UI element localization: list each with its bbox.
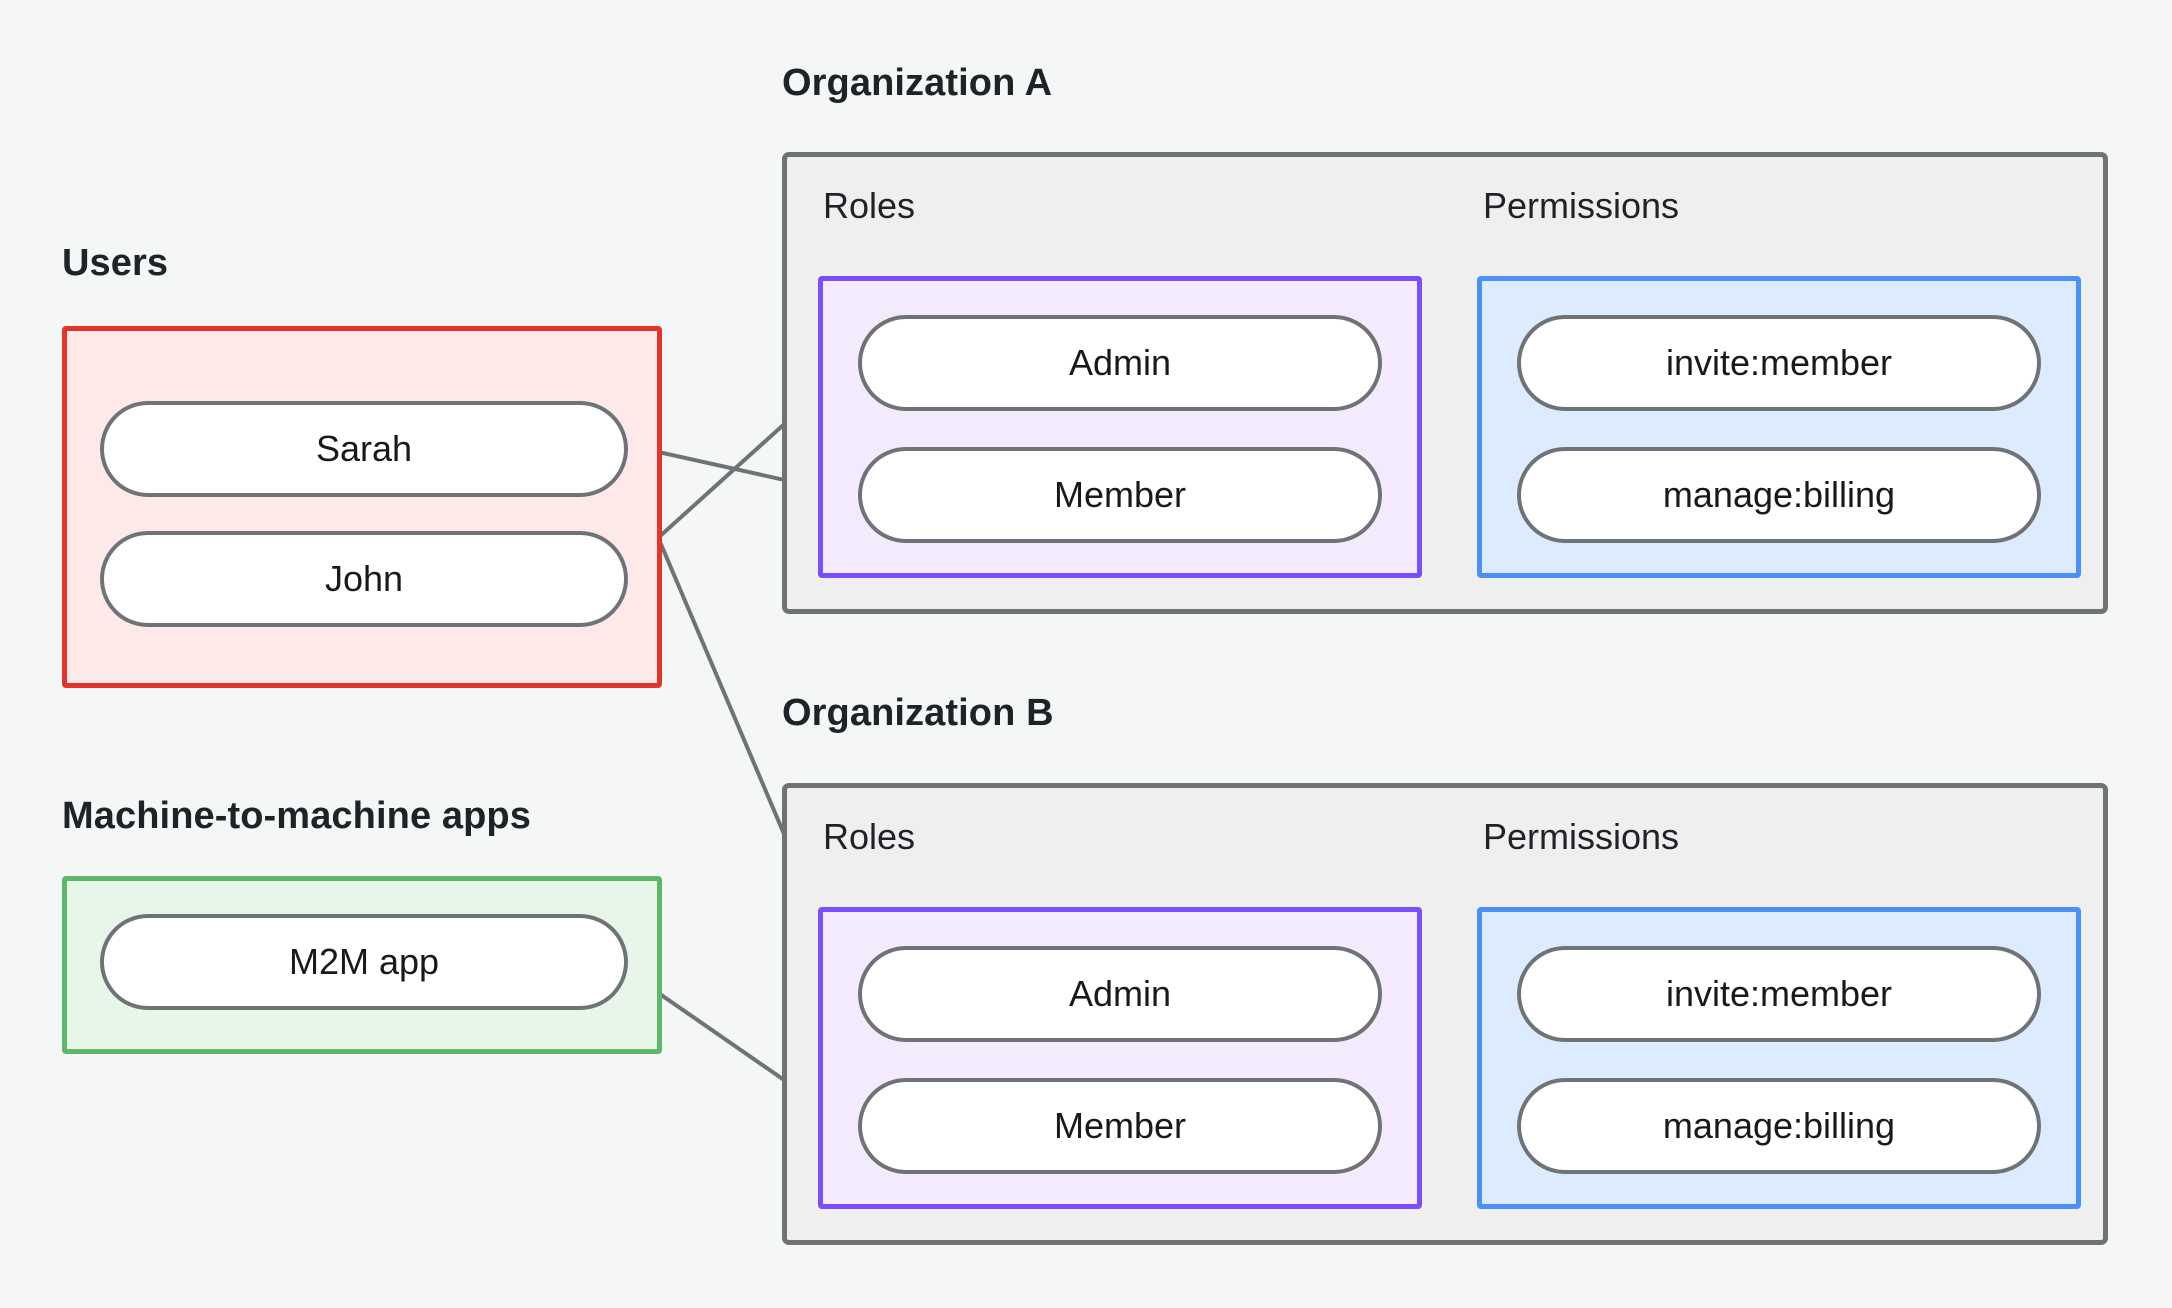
organization-b-permissions-box: invite:member manage:billing — [1477, 907, 2081, 1209]
m2m-caption: Machine-to-machine apps — [62, 795, 531, 837]
organization-b-roles-label: Roles — [823, 816, 916, 857]
organization-b-caption: Organization B — [782, 692, 1054, 734]
node-orgB-role-admin[interactable]: Admin — [858, 946, 1382, 1042]
node-orgB-role-member[interactable]: Member — [858, 1078, 1382, 1174]
organization-a-permissions-label: Permissions — [1483, 185, 1680, 226]
organization-b-box: Roles Permissions Admin Member invite:me… — [782, 783, 2108, 1245]
node-orgA-role-admin[interactable]: Admin — [858, 315, 1382, 411]
node-orgA-perm-invite-member[interactable]: invite:member — [1517, 315, 2041, 411]
organization-a-permissions-box: invite:member manage:billing — [1477, 276, 2081, 578]
organization-b-roles-box: Admin Member — [818, 907, 1422, 1209]
users-group-box: Sarah John — [62, 326, 662, 688]
node-m2m-app[interactable]: M2M app — [100, 914, 628, 1010]
organization-a-box: Roles Permissions Admin Member invite:me… — [782, 152, 2108, 614]
users-caption: Users — [62, 242, 169, 284]
organization-a-caption: Organization A — [782, 62, 1053, 104]
node-orgB-perm-invite-member[interactable]: invite:member — [1517, 946, 2041, 1042]
node-user-sarah[interactable]: Sarah — [100, 401, 628, 497]
organization-a-roles-box: Admin Member — [818, 276, 1422, 578]
organization-b-permissions-label: Permissions — [1483, 816, 1680, 857]
organization-a-roles-label: Roles — [823, 185, 916, 226]
node-orgA-perm-manage-billing[interactable]: manage:billing — [1517, 447, 2041, 543]
node-user-john[interactable]: John — [100, 531, 628, 627]
node-orgB-perm-manage-billing[interactable]: manage:billing — [1517, 1078, 2041, 1174]
node-orgA-role-member[interactable]: Member — [858, 447, 1382, 543]
m2m-group-box: M2M app — [62, 876, 662, 1054]
